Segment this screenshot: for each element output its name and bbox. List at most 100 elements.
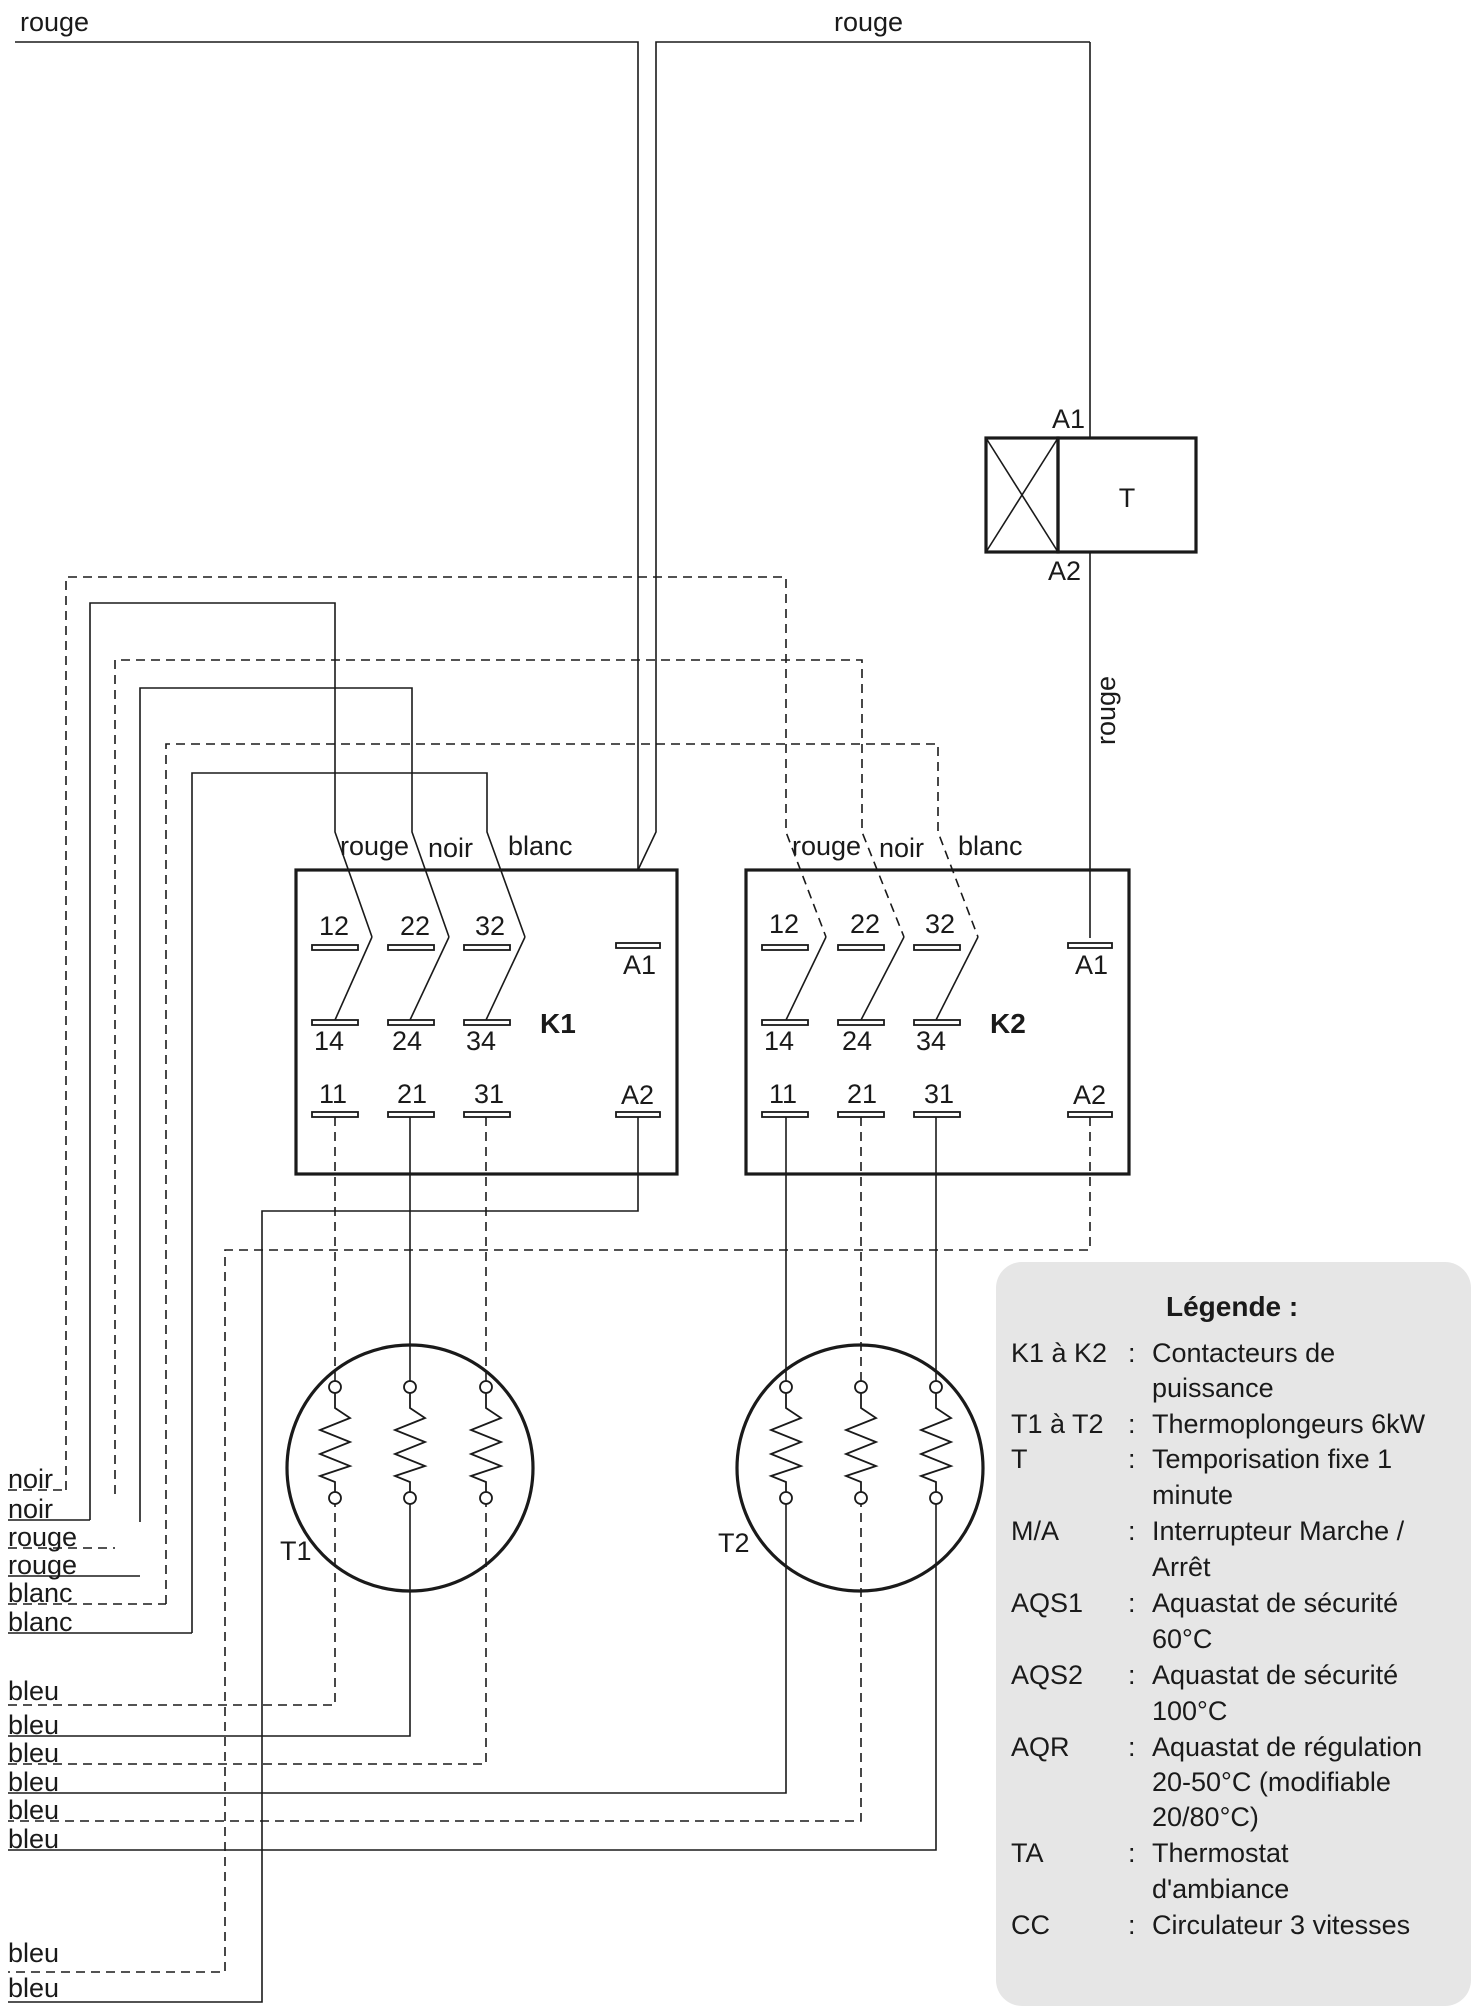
k1-name: K1	[540, 1008, 576, 1039]
k2-wire-blanc: blanc	[958, 831, 1023, 861]
left-label-2: rouge	[8, 1522, 77, 1552]
k2-box	[744, 868, 1131, 1176]
k2-contact-34	[913, 1019, 961, 1026]
k2-a2-return	[8, 1117, 1091, 1973]
k1-contact-21	[387, 1111, 435, 1118]
k1-label-24: 24	[392, 1026, 422, 1056]
t2-term-top-3	[929, 1380, 943, 1394]
legend-key-5: AQS2	[1011, 1660, 1083, 1690]
legend-sep-3: :	[1128, 1516, 1136, 1546]
legend-text-5-1: 100°C	[1152, 1696, 1227, 1726]
lower-wires	[8, 1117, 1091, 2003]
k1-label-12: 12	[319, 911, 349, 941]
k2-contact-31	[913, 1111, 961, 1118]
k1-switch-2	[409, 936, 450, 1021]
t1-term-top-3	[479, 1380, 493, 1394]
k2-label-24: 24	[842, 1026, 872, 1056]
heater-t1: T1	[280, 1343, 535, 1593]
legend-text-6-1: 20-50°C (modifiable	[1152, 1767, 1391, 1797]
legend-key-2: T	[1011, 1444, 1028, 1474]
timer-a1-label: A1	[1052, 404, 1085, 434]
k2-label-34: 34	[916, 1026, 946, 1056]
k1-box	[294, 868, 679, 1176]
legend-text-2-0: Temporisation fixe 1	[1152, 1444, 1392, 1474]
supply-wire-right	[637, 41, 1090, 871]
k2-label-32: 32	[925, 909, 955, 939]
supply-wires	[15, 41, 1091, 938]
k1-contact-22	[387, 944, 435, 951]
k2-coil-a2	[1067, 1111, 1113, 1118]
t2-circle	[735, 1343, 985, 1593]
left-label-4: blanc	[8, 1578, 73, 1608]
legend-text-1-0: Thermoplongeurs 6kW	[1152, 1409, 1426, 1439]
bottom-label-4: bleu	[8, 1795, 59, 1825]
wire-label-timer: rouge	[1091, 676, 1121, 745]
legend-key-1: T1 à T2	[1011, 1409, 1104, 1439]
k2-label-22: 22	[850, 909, 880, 939]
t1-resistor-2	[392, 1393, 428, 1492]
legend-key-7: TA	[1011, 1838, 1044, 1868]
contactor-k2: rouge noir blanc 12 22 32 14 24 34 K2 11…	[744, 831, 1131, 1176]
legend-panel	[996, 1262, 1471, 2006]
k2-label-31: 31	[924, 1079, 954, 1109]
t1-term-bottom-2	[403, 1491, 417, 1505]
bottom-label-5: bleu	[8, 1824, 59, 1854]
t1-term-bottom-3	[479, 1491, 493, 1505]
bottom-label-0: bleu	[8, 1676, 59, 1706]
route-rouge-2	[139, 687, 450, 1522]
k1-label-a2: A2	[621, 1080, 654, 1110]
legend-title: Légende :	[1166, 1291, 1298, 1322]
left-label-5: blanc	[8, 1607, 73, 1637]
k2-contact-21	[837, 1111, 885, 1118]
t2-out-1	[8, 1498, 787, 1794]
left-routing	[65, 576, 979, 1633]
timer-body-box	[1056, 436, 1198, 554]
legend-sep-1: :	[1128, 1409, 1136, 1439]
t1-resistor-1	[317, 1393, 353, 1492]
k1-wire-blanc: blanc	[508, 831, 573, 861]
legend-text-8-0: Circulateur 3 vitesses	[1152, 1910, 1410, 1940]
legend-text-7-0: Thermostat	[1152, 1838, 1289, 1868]
legend-text-3-1: Arrêt	[1152, 1552, 1211, 1582]
legend-sep-0: :	[1128, 1338, 1136, 1368]
t2-out-2	[8, 1498, 862, 1822]
t2-term-top-2	[854, 1380, 868, 1394]
k2-label-a1: A1	[1075, 950, 1108, 980]
left-label-3: rouge	[8, 1550, 77, 1580]
timer-label: T	[1119, 483, 1136, 513]
t2-out-3	[8, 1498, 937, 1851]
k2-contact-12	[761, 944, 809, 951]
legend-sep-6: :	[1128, 1732, 1136, 1762]
k2-label-11: 11	[769, 1079, 797, 1109]
k1-label-31: 31	[474, 1079, 504, 1109]
legend-sep-2: :	[1128, 1444, 1136, 1474]
t1-term-top-1	[328, 1380, 342, 1394]
legend-text-0-0: Contacteurs de	[1152, 1338, 1335, 1368]
k2-contact-24	[837, 1019, 885, 1026]
t1-resistor-3	[468, 1393, 504, 1492]
bottom-label-2: bleu	[8, 1738, 59, 1768]
legend-text-4-0: Aquastat de sécurité	[1152, 1588, 1398, 1618]
legend-text-4-1: 60°C	[1152, 1624, 1212, 1654]
k2-label-a2: A2	[1073, 1080, 1106, 1110]
k2-contact-22	[837, 944, 885, 951]
legend-key-6: AQR	[1011, 1732, 1070, 1762]
k1-label-22: 22	[400, 911, 430, 941]
k1-coil-a1	[615, 942, 661, 949]
legend-text-0-1: puissance	[1152, 1373, 1274, 1403]
k1-a2-return	[8, 1117, 639, 2003]
k1-label-11: 11	[319, 1079, 347, 1109]
k2-label-21: 21	[847, 1079, 877, 1109]
route-noir-1	[65, 576, 827, 1490]
route-noir-2	[89, 602, 373, 1520]
k2-wire-noir: noir	[879, 833, 924, 863]
legend-sep-4: :	[1128, 1588, 1136, 1618]
k2-switch-2	[860, 936, 905, 1021]
legend-key-4: AQS1	[1011, 1588, 1083, 1618]
k1-label-14: 14	[314, 1026, 344, 1056]
k1-label-21: 21	[397, 1079, 427, 1109]
t1-label: T1	[280, 1536, 312, 1566]
t2-term-bottom-3	[929, 1491, 943, 1505]
k2-name: K2	[990, 1008, 1026, 1039]
route-blanc-1	[165, 743, 979, 1604]
